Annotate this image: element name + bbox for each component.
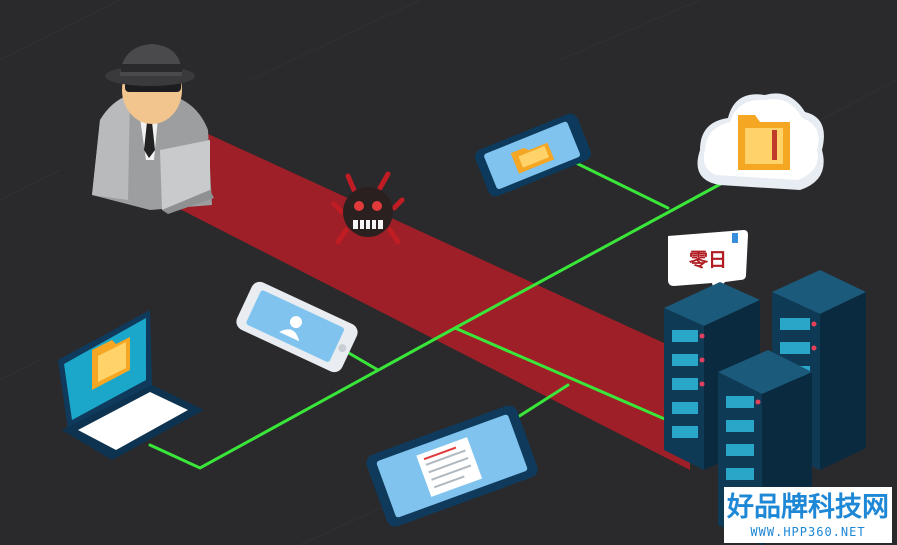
phone-contact-icon xyxy=(236,281,358,373)
virus-bug-icon xyxy=(331,171,405,245)
tablet-document-icon xyxy=(366,405,538,527)
speech-bubble: 零日 xyxy=(668,230,748,295)
laptop-folder-icon xyxy=(58,310,204,460)
cloud-folder-icon xyxy=(697,93,824,190)
hacker-icon xyxy=(92,44,214,214)
speech-bubble-text: 零日 xyxy=(688,249,727,271)
watermark: 好品牌科技网 WWW.HPP360.NET xyxy=(724,487,892,543)
phone-folder-icon xyxy=(475,113,591,197)
watermark-title: 好品牌科技网 xyxy=(726,492,889,523)
server-rack-icon xyxy=(664,270,866,545)
attack-path xyxy=(172,128,690,470)
watermark-url: WWW.HPP360.NET xyxy=(750,525,865,539)
